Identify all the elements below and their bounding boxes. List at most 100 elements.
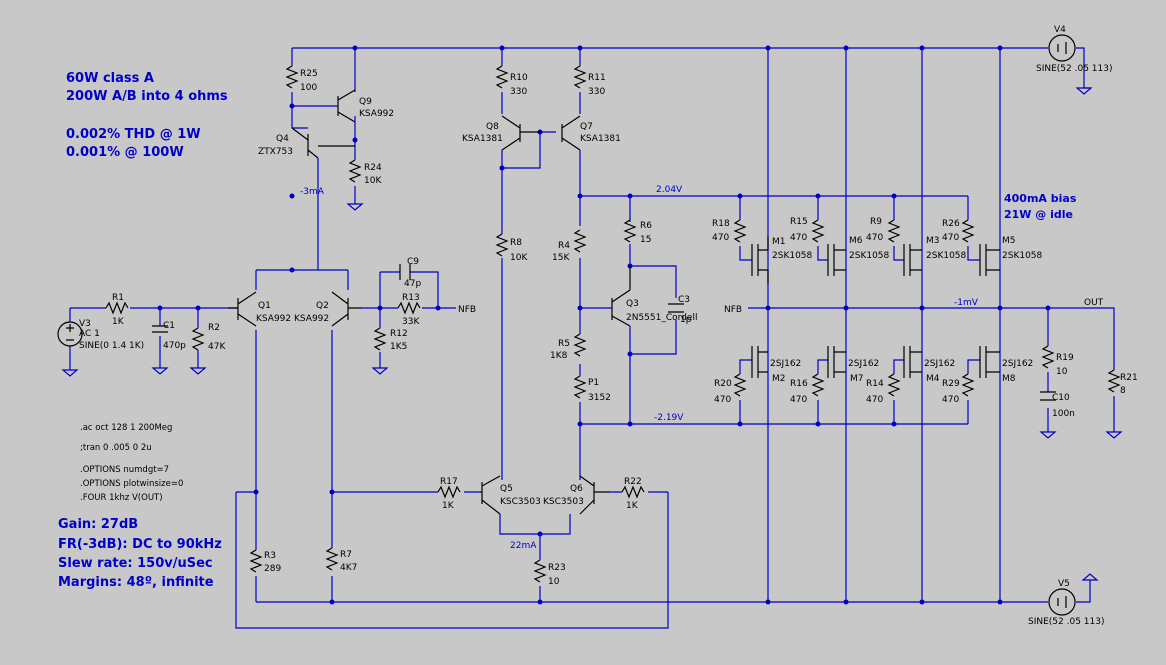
v3-sine: SINE(0 1.4 1K) [79,341,144,351]
directive-ac: .ac oct 128 1 200Meg [80,423,172,433]
q9-symbol [337,89,356,123]
r3-symbol [249,549,263,573]
component-labels: R1 1K C1 470p R2 47K V3 AC 1 SINE(0 1.4 … [79,25,1138,627]
r15-symbol [811,219,825,243]
sources [57,34,1076,616]
p1-value: 3152 [588,393,611,403]
out-label: OUT [1084,298,1104,308]
r23-value: 10 [548,577,560,587]
r1-ref: R1 [112,293,124,303]
q8-part: KSA1381 [462,134,503,144]
r22-ref: R22 [624,477,642,487]
r17-value: 1K [442,501,455,511]
r12-symbol [373,327,387,351]
q8-ref: Q8 [486,122,499,132]
r26-ref: R26 [942,219,960,229]
note-line-1: 60W class A [66,71,154,86]
r15-ref: R15 [790,217,808,227]
m3-ref: M3 [926,236,940,246]
r20-value: 470 [714,395,731,405]
c10-value: 100n [1052,409,1075,419]
r7-value: 4K7 [340,563,357,573]
m2-symbol [751,346,768,378]
q6-part: KSC3503 [543,497,584,507]
r21-symbol [1107,369,1121,393]
nfb-label-right: NFB [724,305,742,315]
q8-symbol [501,115,540,151]
r26-symbol [961,219,975,243]
directive-four: .FOUR 1khz V(OUT) [80,493,163,503]
c1-ref: C1 [163,321,175,331]
r5-ref: R5 [558,339,570,349]
vas-current-label: -3mA [300,187,325,197]
m6-part: 2SK1058 [849,251,890,261]
v4-value: SINE(52 .05 113) [1036,64,1112,74]
r8-value: 10K [510,253,528,263]
r13-symbol [397,301,421,315]
r6-ref: R6 [640,221,652,231]
v4-symbol [1048,34,1076,62]
m2-part: 2SJ162 [770,359,801,369]
q4-ref: Q4 [276,134,289,144]
resistor-symbols [105,65,1121,583]
r9-value: 470 [866,233,883,243]
p1-symbol [573,375,587,399]
q3-symbol [611,266,631,327]
p1-ref: P1 [588,378,599,388]
r24-value: 10K [364,176,382,186]
c9-value: 47p [404,279,421,289]
r17-symbol [437,485,461,499]
q2-ref: Q2 [316,301,329,311]
r2-value: 47K [208,342,226,352]
r20-ref: R20 [714,379,732,389]
r26-value: 470 [942,233,959,243]
m8-symbol [979,346,1000,378]
m6-ref: M6 [849,236,863,246]
m7-ref: M7 [850,374,864,384]
margins-note: Margins: 48º, infinite [58,575,214,590]
r1-value: 1K [112,317,125,327]
c10-ref: C10 [1052,393,1070,403]
r11-value: 330 [588,87,605,97]
r18-symbol [733,219,747,243]
v3-ref: V3 [79,319,91,329]
c3-value: 1p [680,315,692,325]
m8-ref: M8 [1002,374,1016,384]
junction-dots [157,45,1051,605]
r16-ref: R16 [790,379,808,389]
v5-ref: V5 [1058,579,1070,589]
slew-note: Slew rate: 150v/uSec [58,556,213,571]
c9-ref: C9 [407,257,419,267]
m1-ref: M1 [772,237,786,247]
r13-ref: R13 [402,293,420,303]
r10-ref: R10 [510,73,528,83]
r3-value: 289 [264,564,281,574]
note-line-4: 0.001% @ 100W [66,145,184,160]
r25-ref: R25 [300,69,318,79]
v5-value: SINE(52 .05 113) [1028,617,1104,627]
q2-symbol [331,291,362,327]
q3-part: 2N5551_Cordell [626,313,697,323]
r5-symbol [573,333,587,357]
r23-symbol [533,559,547,583]
r19-value: 10 [1056,367,1068,377]
r14-symbol [887,373,901,397]
m1-part: 2SK1058 [772,251,813,261]
capacitor-symbols [152,264,1056,401]
r22-symbol [621,485,645,499]
q3-ref: Q3 [626,299,639,309]
m2-ref: M2 [772,374,786,384]
m3-symbol [903,244,922,276]
r23-ref: R23 [548,563,566,573]
r10-symbol [495,65,509,89]
top-voltage-label: 2.04V [656,185,683,195]
r14-ref: R14 [866,379,884,389]
r6-symbol [623,219,637,243]
r12-ref: R12 [390,329,408,339]
r25-symbol [285,65,299,89]
q9-part: KSA992 [359,109,394,119]
q7-ref: Q7 [580,122,593,132]
r21-ref: R21 [1120,373,1138,383]
m8-part: 2SJ162 [1002,359,1033,369]
c3-symbol [668,303,684,313]
